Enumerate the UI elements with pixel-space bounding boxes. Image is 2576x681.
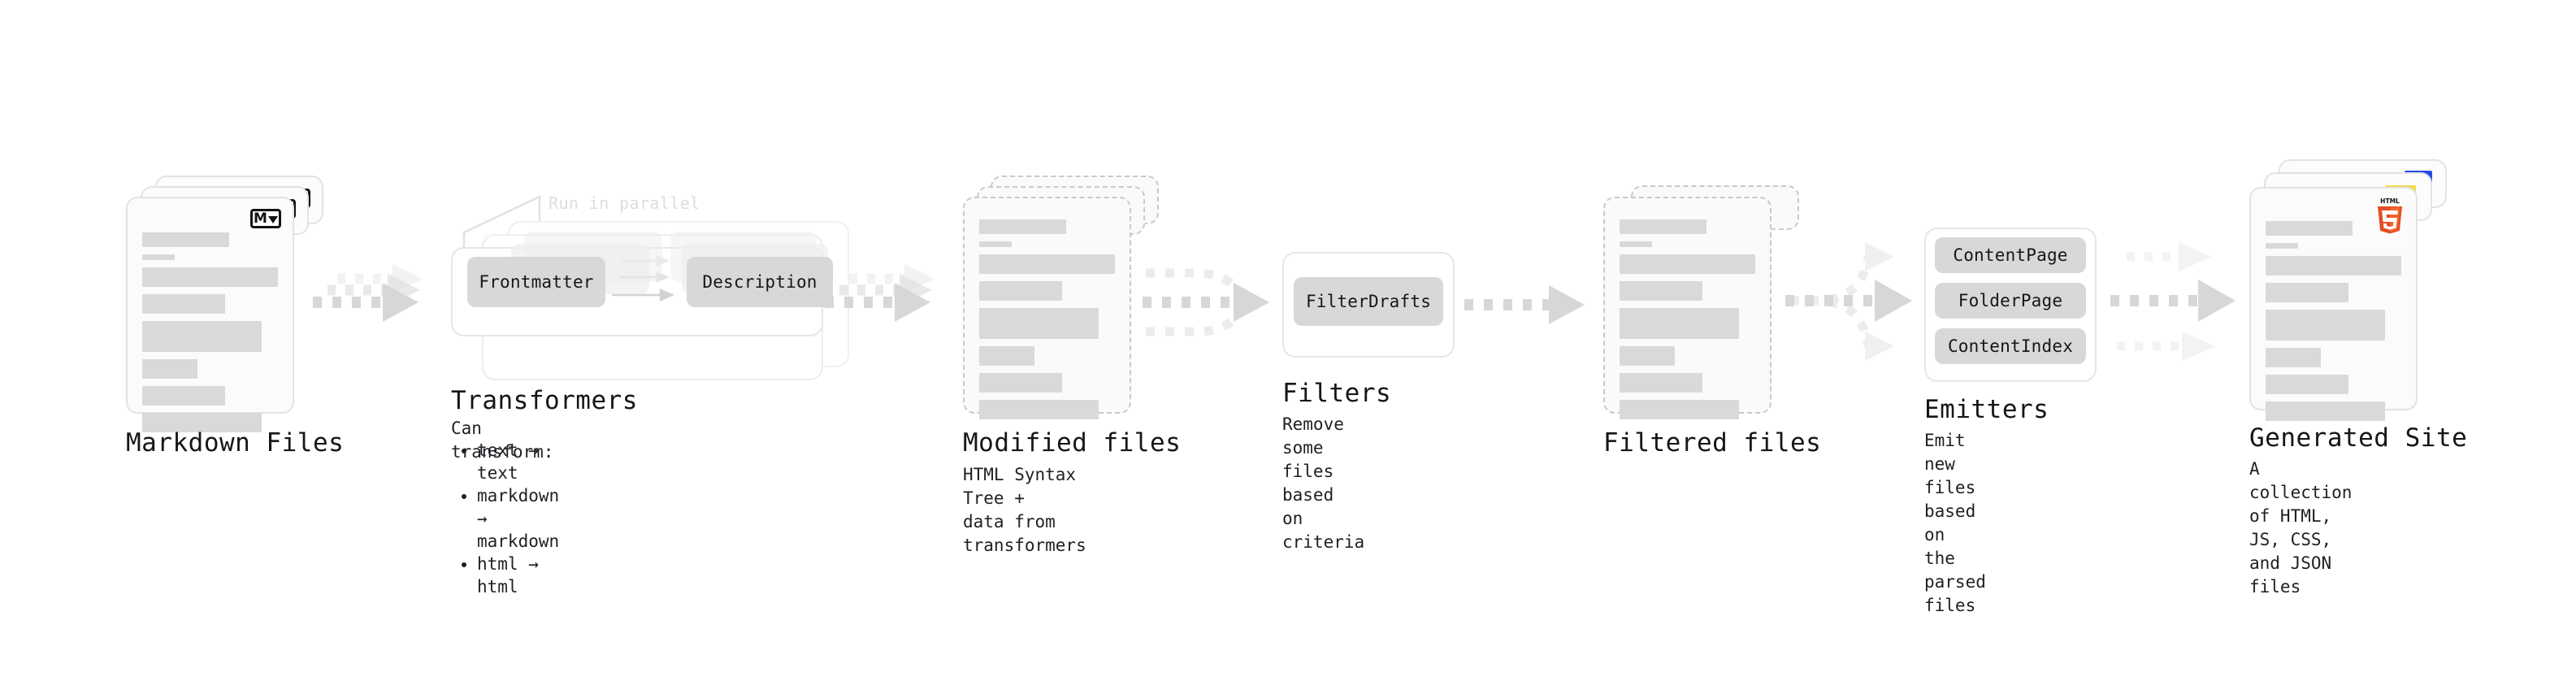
stage-title-markdown-files: Markdown Files [126,428,345,458]
doc-line [142,321,262,352]
stage-title-filtered-files: Filtered files [1603,428,1822,458]
document-card-front [1603,197,1772,419]
doc-line [979,219,1066,234]
doc-line [142,386,225,406]
transformer-bullet-list: text → text markdown → markdown html → h… [462,439,559,598]
doc-line [1620,373,1702,393]
arrow-markdown-to-transformers [313,264,423,322]
doc-line [142,294,225,314]
doc-line [1620,346,1676,366]
markdown-icon-letter: M [254,210,267,227]
stage-subtitle-filters: Remove some files based on criteria [1282,414,1365,552]
stage-subtitle-generated-site: A collection of HTML, JS, CSS, and JSON … [2249,459,2353,596]
doc-line [1620,308,1739,339]
doc-line [1620,241,1653,247]
doc-line [142,413,262,432]
doc-line [1620,281,1702,301]
doc-line [1620,254,1755,274]
arrow-modified-to-filters [1143,268,1269,336]
arrow-filters-to-filtered [1464,285,1585,324]
html5-icon: HTML [2378,197,2402,234]
doc-line [979,373,1062,393]
document-card-front: M [126,197,294,432]
filter-chip-filterdrafts[interactable]: FilterDrafts [1294,277,1443,326]
stage-subtitle-transformers: Can transform: [451,419,554,462]
stage-subtitle-modified-files: HTML Syntax Tree + data from transformer… [963,465,1086,555]
doc-line [979,346,1035,366]
document-card-front: HTML [2249,187,2418,421]
doc-line [979,400,1099,419]
arrow-emitters-to-site [2110,242,2236,361]
stage-title-emitters: Emitters [1924,395,2049,424]
doc-line [2266,243,2299,249]
doc-line [142,359,198,379]
doc-line [979,281,1062,301]
run-in-parallel-label: Run in parallel [549,193,700,213]
doc-line [2266,221,2353,236]
emitter-chip-folderpage[interactable]: FolderPage [1935,283,2086,319]
doc-line [142,254,176,260]
stage-title-transformers: Transformers [451,386,638,415]
document-placeholder-lines [979,219,1115,427]
transformer-chip-frontmatter[interactable]: Frontmatter [467,257,605,307]
document-card-front [963,197,1131,419]
markdown-icon-arrow [267,215,278,223]
list-item: text → text [477,439,559,484]
stage-subtitle-emitters: Emit new files based on the parsed files [1924,431,1986,615]
document-placeholder-lines [1620,219,1755,427]
doc-line [2266,310,2385,340]
emitter-chip-contentindex[interactable]: ContentIndex [1935,328,2086,364]
doc-line [142,232,229,247]
markdown-icon: M [250,209,281,228]
document-placeholder-lines [142,232,278,440]
doc-line [979,308,1099,339]
doc-line [2266,375,2348,394]
document-placeholder-lines [2266,221,2401,428]
doc-line [2266,256,2401,275]
doc-line [2266,401,2385,421]
stage-title-generated-site: Generated Site [2249,423,2468,453]
svg-text:HTML: HTML [2380,197,2400,205]
doc-line [2266,348,2322,367]
list-item: markdown → markdown [477,484,559,553]
doc-line [2266,283,2348,302]
doc-line [142,267,278,287]
list-item: html → html [477,553,559,598]
stage-title-modified-files: Modified files [963,428,1182,458]
doc-line [979,241,1013,247]
emitter-chip-contentpage[interactable]: ContentPage [1935,237,2086,273]
arrow-filtered-to-emitters [1785,242,1912,361]
doc-line [1620,219,1706,234]
stage-title-filters: Filters [1282,379,1392,408]
transformer-chip-description[interactable]: Description [687,257,833,307]
doc-line [979,254,1115,274]
doc-line [1620,400,1739,419]
